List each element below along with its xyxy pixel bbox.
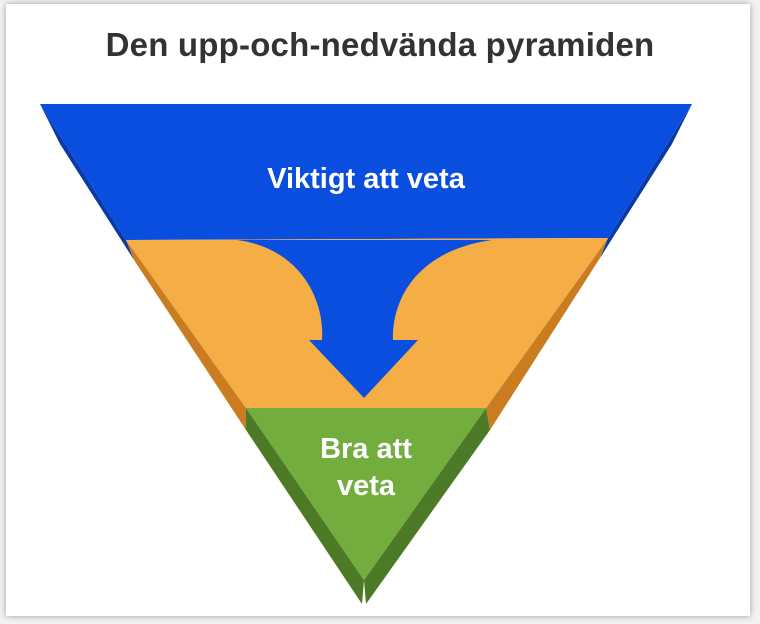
bottom-layer: [246, 408, 486, 580]
top-layer: [40, 104, 692, 240]
bottom-layer-label-line2: veta: [337, 470, 396, 502]
middle-layer-right-side: [486, 238, 608, 430]
top-layer-label: Viktigt att veta: [267, 163, 466, 195]
middle-layer-left-side: [126, 240, 246, 430]
bottom-layer-left-side: [246, 408, 364, 604]
slide-title: Den upp-och-nedvända pyramiden: [105, 26, 655, 63]
bottom-layer-label-line1: Bra att: [320, 433, 412, 465]
top-layer-left-side: [40, 104, 134, 260]
top-layer-right-side: [600, 104, 692, 258]
down-arrow: [237, 240, 492, 398]
bottom-layer-right-side: [364, 408, 490, 604]
